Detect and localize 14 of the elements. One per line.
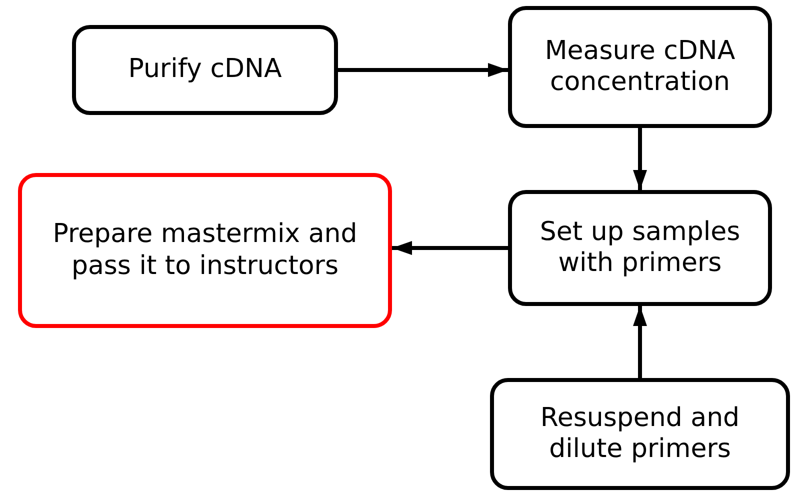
process-box bbox=[508, 6, 772, 128]
process-box bbox=[490, 378, 790, 490]
arrow bbox=[338, 63, 508, 77]
arrow bbox=[633, 306, 647, 378]
step-text: Purify cDNA bbox=[127, 54, 283, 86]
step-text: Resuspend and dilute primers bbox=[539, 402, 741, 466]
process-box bbox=[18, 173, 392, 328]
arrow bbox=[633, 128, 647, 190]
step-text: Measure cDNA concentration bbox=[544, 36, 736, 98]
step-text: Set up samples with primers bbox=[538, 216, 742, 280]
process-box bbox=[508, 190, 772, 306]
process-box bbox=[72, 25, 338, 115]
step-text: Prepare mastermix and pass it to instructors bbox=[52, 219, 358, 282]
arrow bbox=[392, 241, 508, 255]
